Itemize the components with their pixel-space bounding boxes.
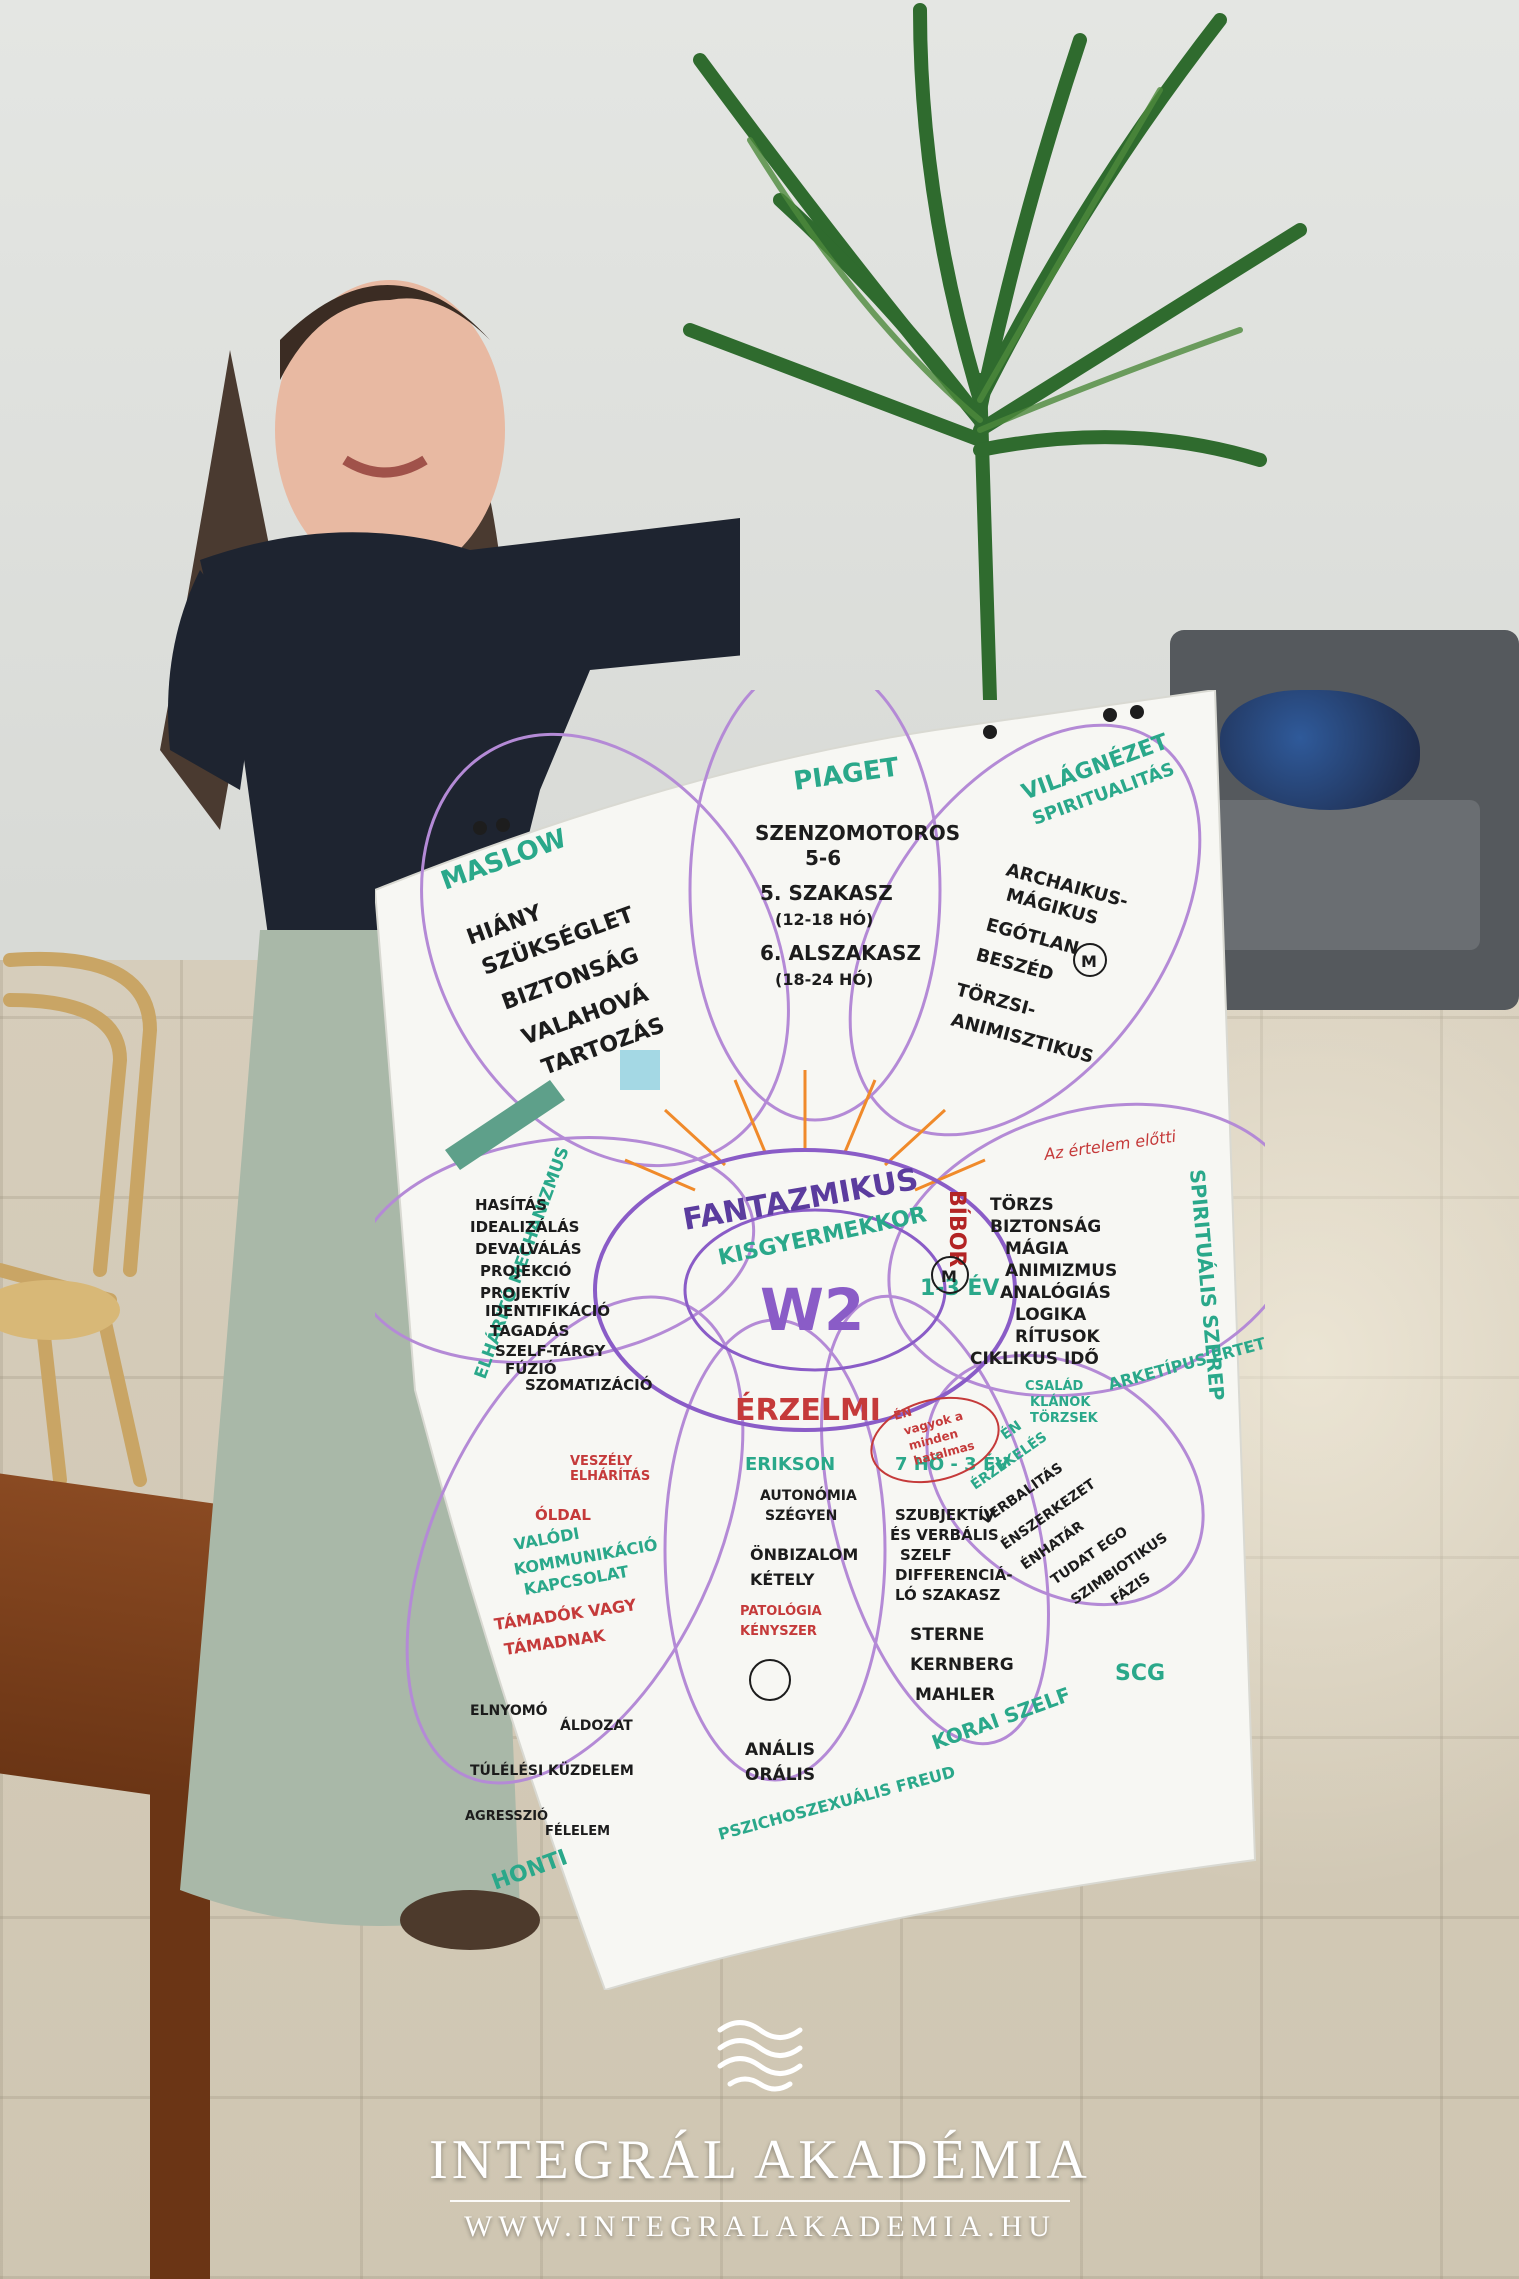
petal-line: ÖNBIZALOM bbox=[750, 1545, 858, 1564]
petal-line: 5. SZAKASZ bbox=[760, 881, 893, 905]
center-inner-ring bbox=[683, 1208, 947, 1372]
petal-line: IDENTIFIKÁCIÓ bbox=[485, 1301, 610, 1320]
petal-line: LÓ SZAKASZ bbox=[895, 1585, 1000, 1604]
petal-line: LOGIKA bbox=[1015, 1305, 1087, 1325]
sun-rays bbox=[624, 1070, 986, 1192]
bubble-line: ÉN bbox=[892, 1404, 914, 1423]
petal-line: SZUBJEKTÍV bbox=[895, 1505, 996, 1524]
petal-line: SZENZOMOTOROS bbox=[755, 821, 960, 845]
petal-header: ERIKSON bbox=[745, 1454, 835, 1475]
potted-palm-plant bbox=[683, 3, 1307, 700]
petal-line: FÚZIÓ bbox=[505, 1359, 557, 1378]
petal-honti bbox=[405, 1295, 745, 1785]
petal-line: SZOMATIZÁCIÓ bbox=[525, 1375, 652, 1394]
brand-url: WWW.INTEGRALAKADEMIA.HU bbox=[464, 2210, 1056, 2243]
integral-akademia-logo-icon bbox=[717, 2020, 803, 2092]
petal-line: MAHLER bbox=[915, 1685, 995, 1705]
petal-line: SZELF-TÁRGY bbox=[495, 1341, 606, 1360]
petal-line: PROJEKCIÓ bbox=[480, 1261, 571, 1280]
smiling-woman-holding-poster bbox=[160, 280, 740, 1950]
petal-line: 6. ALSZAKASZ bbox=[760, 941, 921, 965]
petal-line: PATOLÓGIA bbox=[740, 1603, 822, 1619]
petal-line: KÉTELY bbox=[750, 1570, 815, 1589]
tape-doodle bbox=[445, 1050, 660, 1170]
petal-line: PROJEKTÍV bbox=[480, 1283, 571, 1302]
petal-line: ANÁLIS bbox=[745, 1738, 815, 1760]
badge-circle bbox=[1073, 943, 1107, 977]
petal-line: 5-6 bbox=[805, 846, 841, 870]
brand-name: INTEGRÁL AKADÉMIA bbox=[429, 2129, 1091, 2191]
center-right-label: BÍBOR bbox=[944, 1190, 970, 1267]
petal-line: TÚLÉLÉSI KÜZDELEM bbox=[470, 1761, 634, 1779]
petal-line: RÍTUSOK bbox=[1015, 1325, 1101, 1347]
petal-line: DIFFERENCIÁ- bbox=[895, 1565, 1013, 1584]
petal-title: HONTI bbox=[489, 1845, 572, 1895]
center-core-label: W2 bbox=[760, 1276, 864, 1344]
petal-line: SZÉGYEN bbox=[765, 1507, 837, 1524]
petal-line: HASÍTÁS bbox=[475, 1195, 547, 1214]
petal-maslow bbox=[420, 732, 790, 1168]
petal-line: STERNE bbox=[910, 1625, 984, 1645]
petal-line: VESZÉLY bbox=[570, 1453, 633, 1469]
flipchart-poster: FANTAZMIKUS KISGYERMEKKOR W2 1-3 ÉV ÉRZE… bbox=[375, 690, 1265, 1990]
petal-line: KÉNYSZER bbox=[740, 1623, 817, 1639]
petal-line: ÓLDAL bbox=[535, 1505, 591, 1524]
petal-line: DEVALVÁLÁS bbox=[475, 1239, 582, 1258]
petal-line: TÖRZS bbox=[990, 1193, 1054, 1215]
petal-line: TÖRZSEK bbox=[1030, 1410, 1099, 1426]
sofa-seat bbox=[1180, 800, 1480, 950]
elharito-petal-text: ELHÁRÍTÓ MECHANIZMUS HASÍTÁS IDEALIZÁLÁS… bbox=[469, 1144, 652, 1394]
petal-line: ÉS VERBÁLIS bbox=[890, 1525, 999, 1544]
petal-line: CIKLIKUS IDŐ bbox=[970, 1347, 1099, 1369]
petal-line: IDEALIZÁLÁS bbox=[470, 1217, 579, 1236]
petal-freud bbox=[663, 1318, 887, 1782]
flower-diagram: FANTAZMIKUS KISGYERMEKKOR W2 1-3 ÉV ÉRZE… bbox=[375, 690, 1265, 1990]
petal-line: KLÁNOK bbox=[1030, 1394, 1091, 1410]
petal-korai-szelf bbox=[820, 1294, 1050, 1746]
petal-spiritualis bbox=[887, 1102, 1265, 1398]
petal-elharito bbox=[375, 1136, 756, 1364]
petal-piaget bbox=[688, 690, 942, 1122]
petal-badge: M bbox=[941, 1267, 957, 1286]
petal-line: FÉLELEM bbox=[545, 1823, 610, 1839]
petal-line: KERNBERG bbox=[910, 1655, 1014, 1675]
petal-line: ORÁLIS bbox=[745, 1763, 815, 1785]
petal-line: MÁGIA bbox=[1005, 1237, 1069, 1259]
petal-badge: M bbox=[1081, 952, 1097, 971]
petal-vilagnezet bbox=[848, 723, 1202, 1137]
center-outer-ring bbox=[593, 1148, 1017, 1432]
petal-line: AGRESSZIÓ bbox=[465, 1808, 548, 1824]
petal-line: ÁLDOZAT bbox=[560, 1717, 633, 1734]
center-bottom-label: ÉRZELMI bbox=[735, 1392, 881, 1428]
badge-circle bbox=[931, 1256, 969, 1294]
petal-line: (18-24 HÓ) bbox=[775, 970, 873, 989]
petal-line: ANALÓGIÁS bbox=[1000, 1281, 1111, 1303]
petal-line: 7 HÓ - 3 ÉV bbox=[895, 1453, 1009, 1475]
petal-line: BIZTONSÁG bbox=[990, 1215, 1101, 1237]
petal-title: SCG bbox=[1115, 1661, 1165, 1686]
petal-line: TAGADÁS bbox=[490, 1321, 569, 1340]
bentwood-chair bbox=[0, 951, 158, 1487]
petal-line: ANIMIZMUS bbox=[1005, 1261, 1117, 1281]
petal-line: (12-18 HÓ) bbox=[775, 910, 873, 929]
petal-line: CSALÁD bbox=[1025, 1378, 1084, 1394]
petal-line: ELNYOMÓ bbox=[470, 1701, 548, 1719]
petal-line: AUTONÓMIA bbox=[760, 1486, 857, 1504]
petal-line: SZELF bbox=[900, 1546, 952, 1564]
blue-cloth-on-sofa bbox=[1220, 690, 1420, 810]
watermark-brand: INTEGRÁL AKADÉMIA WWW.INTEGRALAKADEMIA.H… bbox=[380, 2000, 1140, 2260]
face-doodle bbox=[749, 1659, 791, 1701]
brand-divider bbox=[450, 2200, 1070, 2202]
petal-line: ELHÁRÍTÁS bbox=[570, 1468, 650, 1484]
